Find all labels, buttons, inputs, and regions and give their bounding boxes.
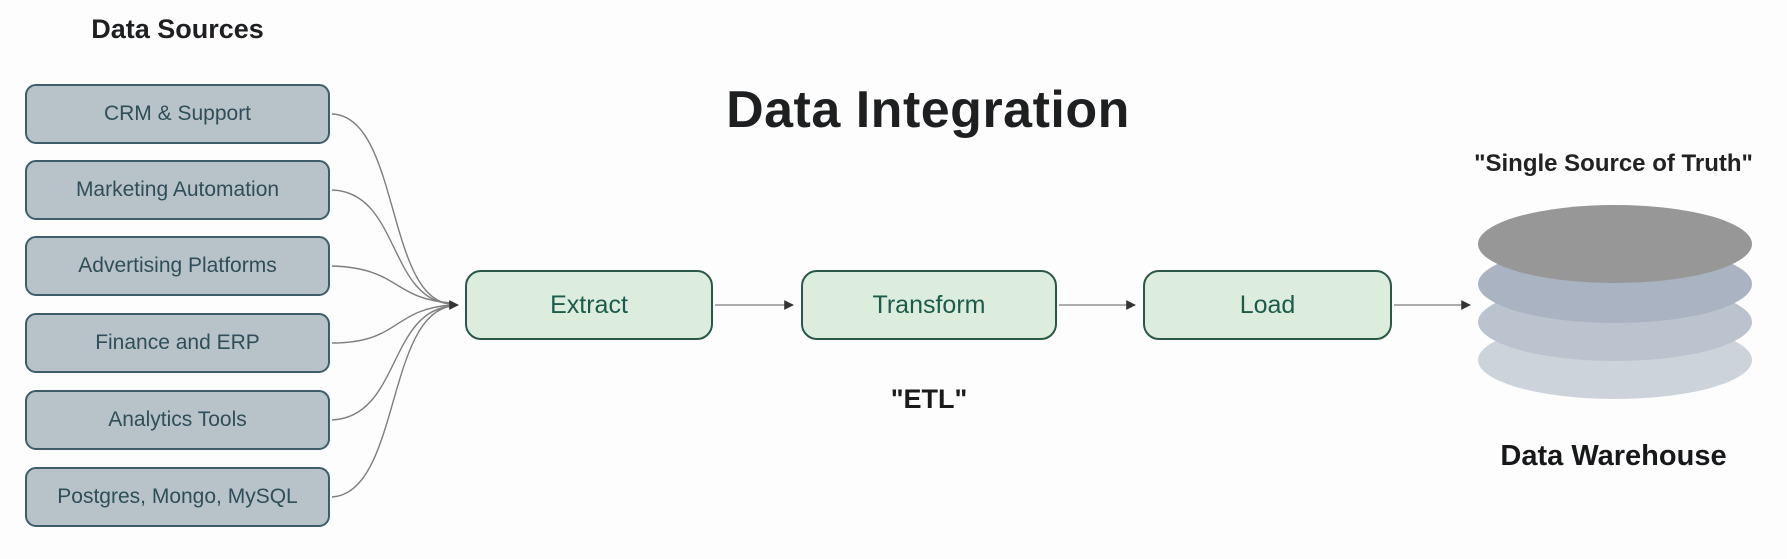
- pipeline-node-extract: Extract: [465, 270, 713, 340]
- data-warehouse-icon: [1478, 205, 1752, 401]
- source-node-marketing-automation: Marketing Automation: [25, 160, 330, 220]
- single-source-of-truth-label: "Single Source of Truth": [1474, 150, 1753, 177]
- database-disc-icon: [1478, 205, 1752, 283]
- source-curve-3: [331, 265, 453, 304]
- etl-caption: "ETL": [890, 384, 968, 414]
- data-sources-heading: Data Sources: [91, 14, 264, 44]
- source-curve-6: [331, 305, 453, 498]
- source-node-crm-support: CRM & Support: [25, 84, 330, 144]
- source-curve-2: [331, 189, 453, 305]
- diagram-title: Data Integration: [726, 81, 1130, 139]
- source-curve-4: [331, 304, 453, 344]
- source-node-analytics-tools: Analytics Tools: [25, 390, 330, 450]
- source-node-databases: Postgres, Mongo, MySQL: [25, 467, 330, 527]
- source-node-finance-erp: Finance and ERP: [25, 313, 330, 373]
- source-node-advertising-platforms: Advertising Platforms: [25, 236, 330, 296]
- data-warehouse-label: Data Warehouse: [1500, 440, 1727, 472]
- pipeline-node-load: Load: [1143, 270, 1392, 340]
- pipeline-node-transform: Transform: [801, 270, 1057, 340]
- source-curve-1: [331, 113, 453, 305]
- source-curve-5: [331, 305, 453, 421]
